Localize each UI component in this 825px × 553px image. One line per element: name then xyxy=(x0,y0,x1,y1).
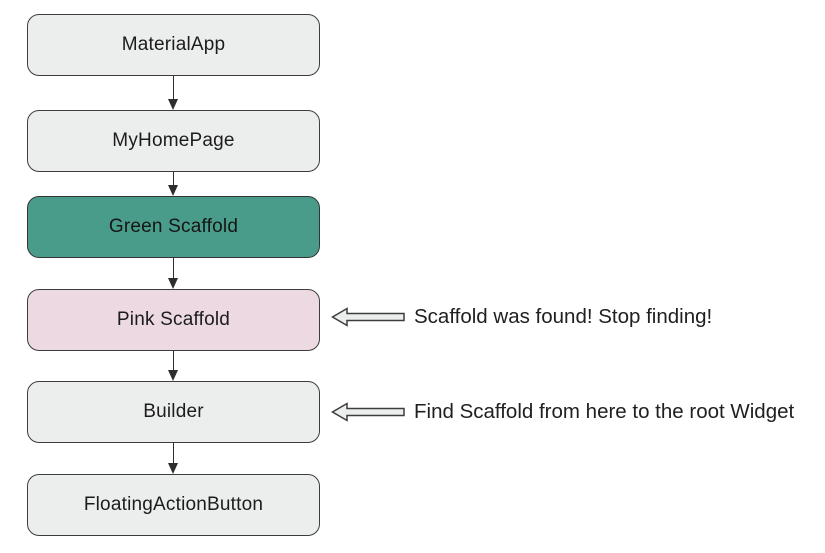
left-block-arrow-shape xyxy=(331,307,405,327)
left-block-arrow-icon xyxy=(331,307,405,327)
connector-down-arrow-2 xyxy=(168,172,179,196)
node-builder: Builder xyxy=(27,381,320,443)
annotation-scaffold-found-label: Scaffold was found! Stop finding! xyxy=(414,305,713,328)
node-pink-scaffold: Pink Scaffold xyxy=(27,289,320,351)
connector-line xyxy=(172,351,175,372)
node-myhomepage-label: MyHomePage xyxy=(112,130,235,151)
connector-line xyxy=(172,258,175,280)
down-arrowhead-icon xyxy=(168,185,178,196)
left-block-arrow-shape xyxy=(331,402,405,422)
node-materialapp-label: MaterialApp xyxy=(121,34,226,55)
connector-down-arrow-4 xyxy=(168,351,179,381)
annotation-find-scaffold-label: Find Scaffold from here to the root Widg… xyxy=(414,400,795,423)
down-arrowhead-icon xyxy=(168,370,178,381)
node-myhomepage: MyHomePage xyxy=(27,110,320,172)
down-arrowhead-icon xyxy=(168,99,178,110)
connector-line xyxy=(172,76,175,101)
connector-down-arrow-1 xyxy=(168,76,179,110)
connector-down-arrow-5 xyxy=(168,443,179,474)
node-green-scaffold: Green Scaffold xyxy=(27,196,320,258)
node-builder-label: Builder xyxy=(143,401,204,422)
down-arrowhead-icon xyxy=(168,463,178,474)
annotation-find-scaffold: Find Scaffold from here to the root Widg… xyxy=(331,400,794,424)
node-floatingactionbutton: FloatingActionButton xyxy=(27,474,320,536)
node-green-scaffold-label: Green Scaffold xyxy=(108,216,239,237)
connector-line xyxy=(172,443,175,465)
left-block-arrow-icon xyxy=(331,402,405,422)
annotation-scaffold-found: Scaffold was found! Stop finding! xyxy=(331,305,712,329)
down-arrowhead-icon xyxy=(168,278,178,289)
node-pink-scaffold-label: Pink Scaffold xyxy=(116,309,231,330)
connector-line xyxy=(172,172,175,187)
node-materialapp: MaterialApp xyxy=(27,14,320,76)
connector-down-arrow-3 xyxy=(168,258,179,289)
node-floatingactionbutton-label: FloatingActionButton xyxy=(83,494,264,515)
